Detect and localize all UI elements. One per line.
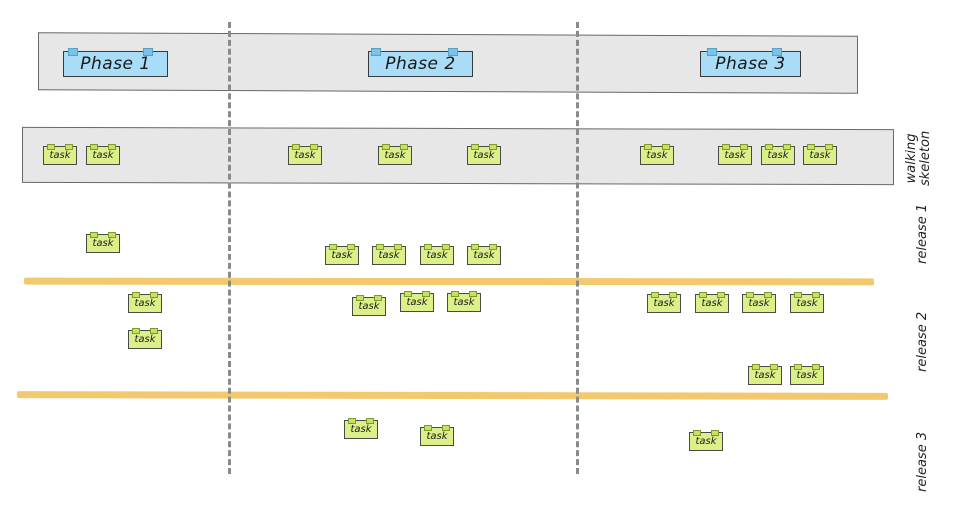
task-card-label: task bbox=[767, 150, 789, 161]
phase-card-2: Phase 2 bbox=[368, 48, 473, 77]
task-card-label: task bbox=[426, 250, 448, 261]
task-card: task bbox=[128, 328, 162, 349]
task-card-label: task bbox=[748, 298, 770, 309]
task-card-label: task bbox=[473, 150, 495, 161]
task-card-label: task bbox=[92, 238, 114, 249]
task-card: task bbox=[86, 232, 120, 253]
task-card-label: task bbox=[796, 298, 818, 309]
task-card: task bbox=[761, 144, 795, 165]
task-card: task bbox=[718, 144, 752, 165]
release-2-separator bbox=[16, 391, 889, 400]
task-card-label: task bbox=[754, 370, 776, 381]
task-card-label: task bbox=[294, 150, 316, 161]
task-card-label: task bbox=[796, 370, 818, 381]
row-label-release-3: release 3 bbox=[915, 431, 930, 492]
task-card-label: task bbox=[384, 150, 406, 161]
task-card-label: task bbox=[134, 334, 156, 345]
task-card-label: task bbox=[473, 250, 495, 261]
task-card: task bbox=[689, 430, 723, 451]
row-label-walking-skeleton: walking skeleton bbox=[904, 130, 933, 186]
task-card: task bbox=[400, 291, 434, 312]
task-card: task bbox=[420, 244, 454, 265]
task-card: task bbox=[372, 244, 406, 265]
task-card: task bbox=[467, 144, 501, 165]
task-card: task bbox=[344, 418, 378, 439]
task-card: task bbox=[378, 144, 412, 165]
task-card-label: task bbox=[358, 301, 380, 312]
task-card: task bbox=[86, 144, 120, 165]
task-card: task bbox=[790, 364, 824, 385]
task-card-label: task bbox=[92, 150, 114, 161]
task-card: task bbox=[420, 425, 454, 446]
task-card: task bbox=[640, 144, 674, 165]
task-card: task bbox=[748, 364, 782, 385]
row-label-release-1: release 1 bbox=[915, 203, 930, 264]
phase-divider-2 bbox=[576, 22, 579, 474]
phase-card-label: Phase 3 bbox=[715, 54, 786, 74]
task-card-label: task bbox=[809, 150, 831, 161]
row-label-release-2: release 2 bbox=[915, 311, 930, 372]
phase-card-label: Phase 2 bbox=[385, 54, 456, 74]
task-card-label: task bbox=[453, 297, 475, 308]
task-card: task bbox=[467, 244, 501, 265]
task-card: task bbox=[352, 295, 386, 316]
task-card-label: task bbox=[331, 250, 353, 261]
task-card-label: task bbox=[724, 150, 746, 161]
phase-card-1: Phase 1 bbox=[63, 48, 168, 77]
task-card-label: task bbox=[378, 250, 400, 261]
task-card-label: task bbox=[701, 298, 723, 309]
task-card: task bbox=[325, 244, 359, 265]
task-card: task bbox=[695, 292, 729, 313]
phase-divider-1 bbox=[228, 22, 231, 474]
task-card: task bbox=[43, 144, 77, 165]
release-1-separator bbox=[23, 277, 875, 286]
task-card: task bbox=[803, 144, 837, 165]
task-card-label: task bbox=[695, 436, 717, 447]
phase-card-3: Phase 3 bbox=[700, 48, 801, 77]
task-card: task bbox=[447, 291, 481, 312]
task-card: task bbox=[647, 292, 681, 313]
task-card: task bbox=[128, 292, 162, 313]
task-card: task bbox=[790, 292, 824, 313]
phase-card-label: Phase 1 bbox=[80, 54, 151, 74]
task-card-label: task bbox=[426, 431, 448, 442]
task-card-label: task bbox=[350, 424, 372, 435]
task-card-label: task bbox=[134, 298, 156, 309]
task-card: task bbox=[288, 144, 322, 165]
task-card-label: task bbox=[406, 297, 428, 308]
task-card-label: task bbox=[646, 150, 668, 161]
task-card-label: task bbox=[653, 298, 675, 309]
task-card: task bbox=[742, 292, 776, 313]
task-card-label: task bbox=[49, 150, 71, 161]
